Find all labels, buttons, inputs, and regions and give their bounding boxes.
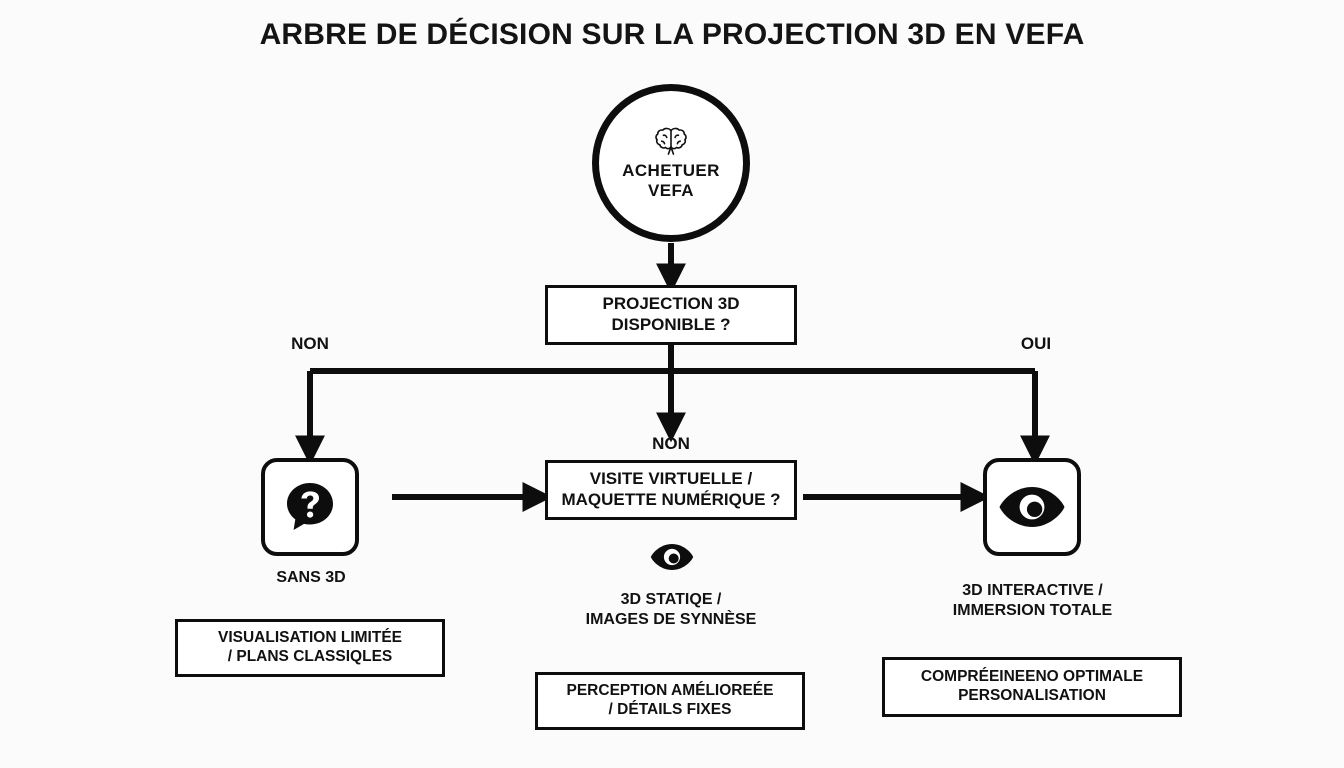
root-node-acheteur-vefa[interactable]: ACHETUER VEFA — [592, 84, 750, 242]
branch-caption-right: 3D INTERACTIVE / IMMERSION TOTALE — [905, 581, 1160, 620]
outcome-right-line1: COMPRÉEINEENO OPTIMALE — [920, 668, 1144, 686]
outcome-middle-line1: PERCEPTION AMÉLIOREÉE — [566, 682, 774, 700]
root-node-label-line1: ACHETUER — [622, 160, 720, 180]
brain-icon — [655, 127, 687, 155]
branch-label-right: OUI — [1020, 334, 1052, 353]
question-bubble-icon — [287, 483, 333, 530]
branch-label-middle: NON — [652, 434, 690, 453]
eye-icon — [999, 487, 1065, 527]
outcome-left-line1: VISUALISATION LIMITÉE — [218, 629, 402, 647]
branch-caption-right-line2: IMMERSION TOTALE — [952, 601, 1113, 619]
outcome-middle-line2: / DÉTAILS FIXES — [608, 701, 732, 718]
outcome-box-middle: PERCEPTION AMÉLIOREÉE / DÉTAILS FIXES — [535, 672, 805, 730]
decision-projection-line2: DISPONIBLE ? — [611, 315, 731, 334]
branch-caption-left: SANS 3D — [200, 568, 422, 588]
page-title: ARBRE DE DÉCISION SUR LA PROJECTION 3D E… — [259, 18, 1085, 51]
branch-caption-right-line1: 3D INTERACTIVE / — [962, 582, 1103, 599]
eye-icon — [650, 544, 694, 570]
branch-tile-sans-3d[interactable] — [261, 458, 359, 556]
root-node-label-line2: VEFA — [647, 181, 694, 200]
branch-caption-middle-line1: 3D STATIQE / — [620, 591, 722, 608]
outcome-box-right: COMPRÉEINEENO OPTIMALE PERSONALISATION — [882, 657, 1182, 717]
decision-visite-line1: VISITE VIRTUELLE / — [589, 469, 753, 489]
decision-visite-line2: MAQUETTE NUMÉRIQUE ? — [561, 490, 781, 509]
outcome-left-line2: / PLANS CLASSIQLES — [227, 648, 393, 665]
decision-box-projection-3d[interactable]: PROJECTION 3D DISPONIBLE ? — [545, 285, 797, 345]
branch-caption-middle: 3D STATIQE / IMAGES DE SYNNÈSE — [546, 590, 796, 629]
branch-tile-3d-interactive[interactable] — [983, 458, 1081, 556]
root-node-label: ACHETUER VEFA — [622, 161, 720, 201]
outcome-right-line2: PERSONALISATION — [958, 687, 1106, 704]
decision-projection-line1: PROJECTION 3D — [602, 294, 740, 314]
branch-caption-left-line1: SANS 3D — [276, 569, 346, 586]
outcome-box-left: VISUALISATION LIMITÉE / PLANS CLASSIQLES — [175, 619, 445, 677]
branch-label-left: NON — [291, 334, 329, 353]
decision-box-visite-virtuelle[interactable]: VISITE VIRTUELLE / MAQUETTE NUMÉRIQUE ? — [545, 460, 797, 520]
branch-caption-middle-line2: IMAGES DE SYNNÈSE — [585, 610, 757, 628]
